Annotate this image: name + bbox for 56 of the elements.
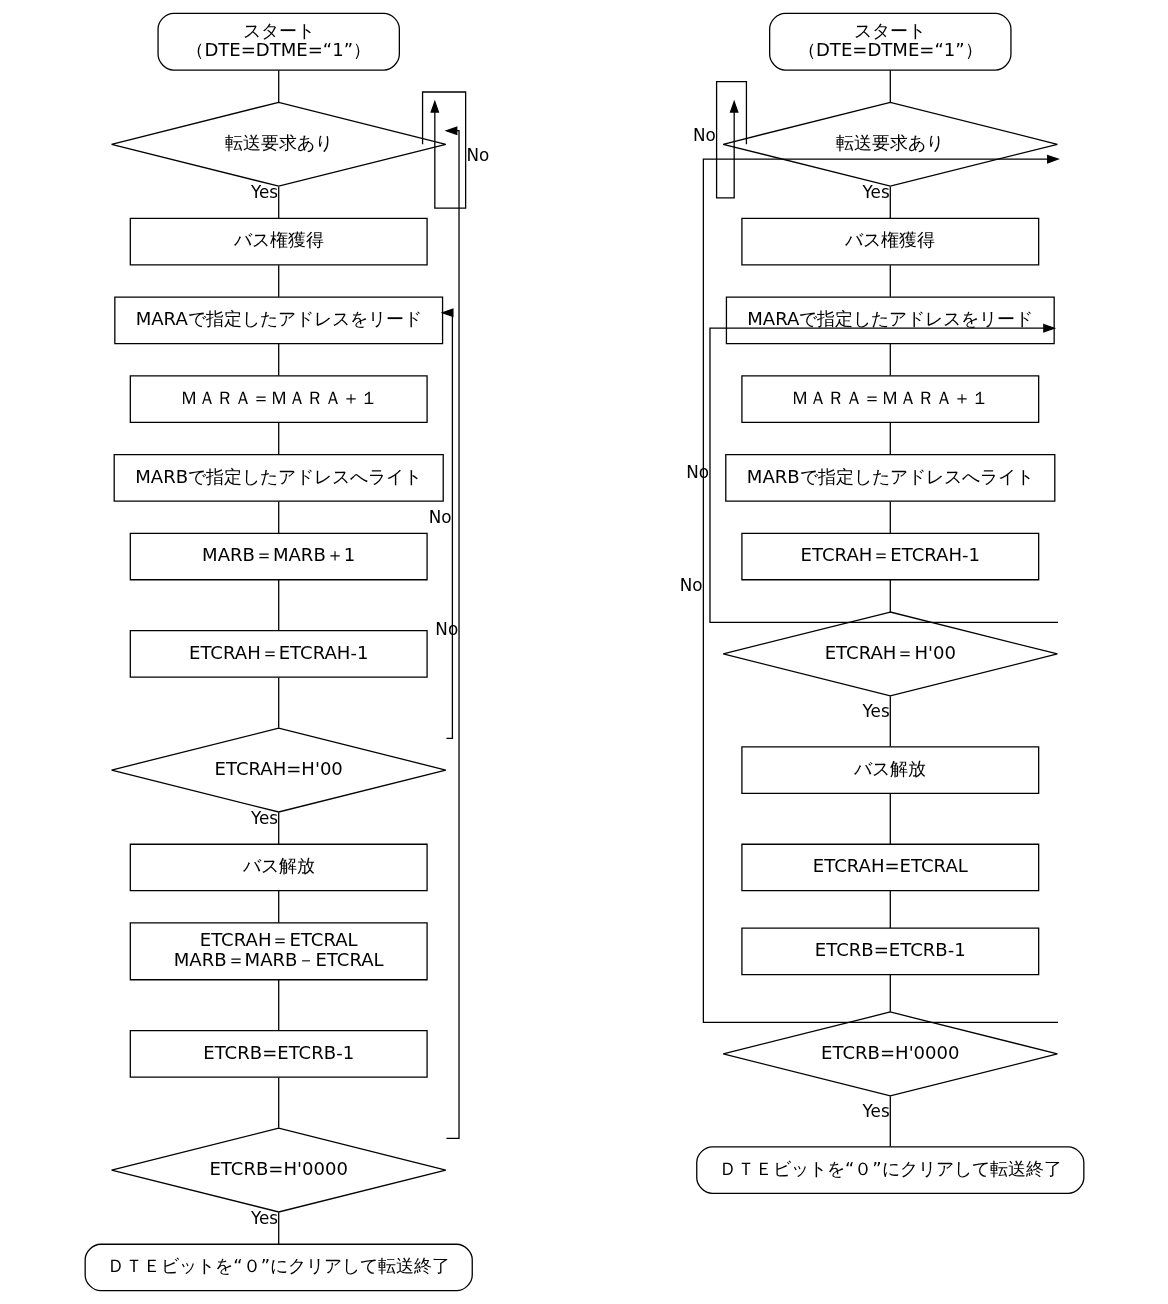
node-box: ETCRAH＝ETCRAH-1: [129, 630, 428, 678]
edge-label: Yes: [862, 1100, 890, 1121]
connector: [277, 676, 279, 729]
edge-label: No: [692, 124, 716, 145]
edge-label: No: [428, 507, 452, 528]
connector: [277, 343, 279, 377]
node-diamond: ETCRAH＝H'00: [722, 611, 1058, 697]
node-box: スタート （DTE=DTME=“1”）: [156, 12, 400, 71]
connector: [277, 811, 279, 845]
node-box: ＭＡＲＡ＝ＭＡＲＡ＋１: [129, 375, 428, 423]
connector: [889, 1095, 891, 1148]
connector: [889, 579, 891, 613]
edge-label: No: [679, 575, 703, 596]
node-box: バス解放: [740, 746, 1039, 794]
connector: [277, 1076, 279, 1129]
connector: [889, 186, 891, 220]
connector: [889, 343, 891, 377]
connector: [277, 979, 279, 1032]
connector: [277, 264, 279, 298]
connector: [277, 890, 279, 924]
node-box: MARB＝MARB＋1: [129, 532, 428, 581]
connector: [889, 500, 891, 534]
node-box: ＭＡＲＡ＝ＭＡＲＡ＋１: [740, 375, 1039, 423]
node-box: ETCRB=ETCRB-1: [740, 927, 1039, 976]
connector: [277, 422, 279, 455]
node-box: バス解放: [129, 843, 428, 892]
node-box: MARAで指定したアドレスをリード: [113, 296, 443, 345]
connector: [889, 422, 891, 455]
connector: [889, 973, 891, 1013]
edge-label: No: [465, 145, 489, 166]
node-box: MARBで指定したアドレスへライト: [113, 453, 444, 502]
node-diamond: ETCRB=H'0000: [722, 1011, 1058, 1097]
connector: [277, 579, 279, 632]
connector: [277, 69, 279, 103]
connector: [277, 1211, 279, 1245]
arrow: [702, 154, 1060, 1023]
node-box: スタート （DTE=DTME=“1”）: [768, 12, 1012, 71]
node-box: ETCRAH=ETCRAL: [740, 843, 1039, 892]
node-box: ETCRAH＝ETCRAL MARB＝MARB－ETCRAL: [129, 922, 428, 981]
connector: [889, 793, 891, 845]
arrow: [440, 308, 454, 740]
connector: [277, 186, 279, 220]
connector: [889, 264, 891, 298]
connector: [889, 69, 891, 103]
connector: [277, 500, 279, 534]
node-box: バス権獲得: [740, 217, 1039, 266]
node-box: MARBで指定したアドレスへライト: [724, 453, 1055, 502]
edge-label: Yes: [862, 700, 890, 721]
node-box: ETCRAH＝ETCRAH-1: [740, 532, 1039, 581]
connector: [889, 695, 891, 748]
node-box: ＤＴＥビットを“０”にクリアして転送終了: [84, 1243, 473, 1292]
node-box: バス権獲得: [129, 217, 428, 266]
connector: [889, 890, 891, 929]
arrow: [708, 323, 1059, 623]
node-box: ETCRB=ETCRB-1: [129, 1030, 428, 1078]
node-box: ＤＴＥビットを“０”にクリアして転送終了: [695, 1146, 1084, 1194]
